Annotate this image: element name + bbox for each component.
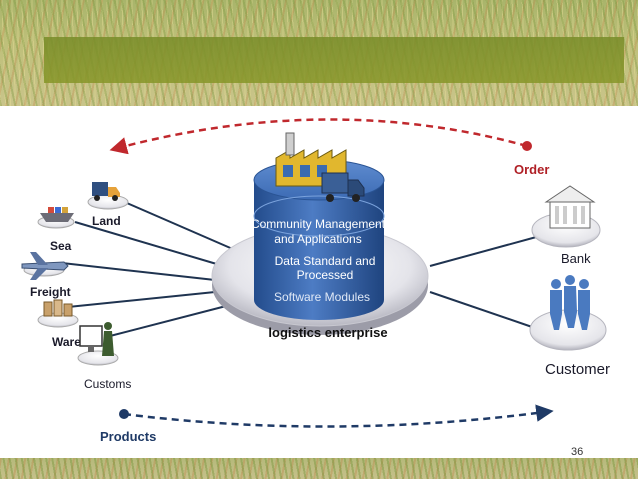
cylinder-band-top bbox=[253, 195, 385, 237]
slide-number: 36 bbox=[571, 446, 583, 458]
customs-node: Customs bbox=[77, 322, 131, 391]
airplane-icon bbox=[21, 252, 69, 280]
ware-label: Ware bbox=[52, 335, 81, 349]
layer-community-line1: Community Management bbox=[251, 217, 386, 231]
bank-icon bbox=[544, 185, 596, 229]
ship-icon bbox=[40, 207, 74, 222]
order-flow-arrow bbox=[109, 118, 528, 155]
bank-node: Bank bbox=[531, 185, 601, 266]
layer-data-line2: Processed bbox=[297, 268, 354, 282]
products-label: Products bbox=[100, 429, 156, 444]
land-label: Land bbox=[92, 214, 121, 228]
layer-data-line1: Data Standard and bbox=[275, 254, 376, 268]
layer-community-line2: and Applications bbox=[274, 232, 361, 246]
connector-customer bbox=[429, 291, 536, 329]
order-label: Order bbox=[514, 162, 549, 177]
products-flow-arrow bbox=[123, 404, 554, 428]
warehouse-icon bbox=[43, 299, 73, 317]
core-label: logistics enterprise bbox=[268, 325, 387, 340]
central-cylinder bbox=[254, 180, 384, 320]
layer-software: Software Modules bbox=[274, 290, 370, 304]
freight-node: Freight Ware bbox=[30, 285, 81, 349]
order-flow-start-dot bbox=[522, 141, 532, 151]
right-connectors bbox=[429, 235, 541, 329]
truck-icon bbox=[321, 172, 365, 202]
customer-node: Customer bbox=[529, 275, 610, 378]
connector-customs bbox=[109, 304, 231, 337]
grass-footer-background bbox=[0, 458, 638, 479]
customer-label: Customer bbox=[545, 361, 610, 378]
connector-air bbox=[61, 262, 216, 281]
connector-bank bbox=[429, 235, 541, 267]
header-band bbox=[44, 37, 624, 83]
bank-label: Bank bbox=[561, 251, 591, 266]
connector-sea bbox=[74, 221, 221, 266]
sea-node: Sea bbox=[37, 207, 75, 253]
air-node bbox=[21, 252, 69, 280]
freight-label: Freight bbox=[30, 285, 71, 299]
customs-label: Customs bbox=[84, 377, 131, 391]
people-icon bbox=[550, 275, 590, 330]
truck-icon bbox=[92, 182, 120, 201]
land-node: Land bbox=[87, 182, 129, 228]
left-connectors bbox=[61, 199, 236, 337]
connector-freight bbox=[67, 291, 216, 308]
connector-land bbox=[119, 199, 236, 251]
computer-user-icon bbox=[79, 322, 114, 356]
products-flow-start-dot bbox=[119, 409, 129, 419]
sea-label: Sea bbox=[50, 239, 72, 253]
